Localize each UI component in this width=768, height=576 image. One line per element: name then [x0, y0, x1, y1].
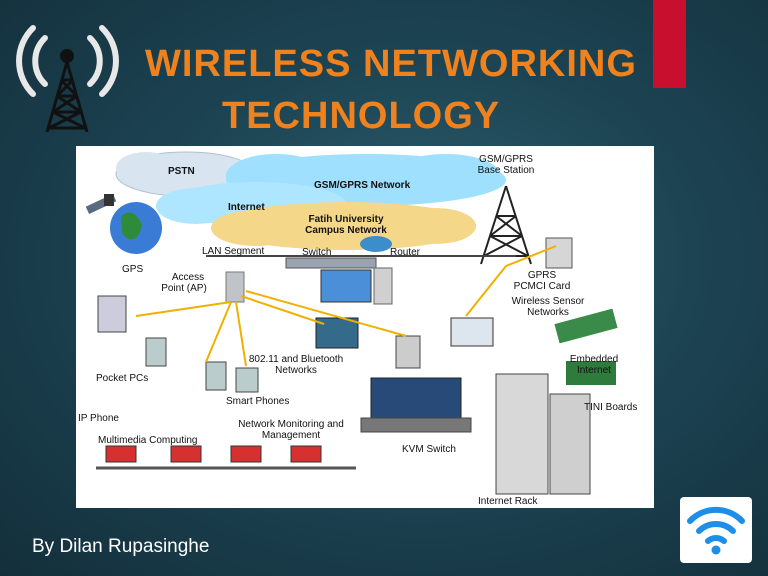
satellite-icon [85, 194, 117, 214]
network-diagram: PSTN GSM/GPRS Network GSM/GPRS Base Stat… [76, 146, 654, 508]
label-gprs-2: PCMCI Card [513, 281, 571, 292]
author-name: By Dilan Rupasinghe [32, 536, 210, 557]
label-campus-2: Campus Network [305, 225, 387, 236]
label-gprs-1: GPRS [527, 270, 557, 281]
radio-tower-icon [16, 25, 119, 133]
label-internet-rack: Internet Rack [478, 496, 538, 507]
wifi-badge [680, 497, 752, 563]
label-multimedia: Multimedia Computing [98, 435, 198, 446]
label-pocket-pcs: Pocket PCs [96, 373, 149, 384]
campus-network-cloud [211, 202, 476, 250]
label-smart-phones: Smart Phones [226, 396, 290, 407]
label-internet: Internet [228, 202, 265, 213]
label-router: Router [390, 247, 421, 258]
label-bluetooth-2: Networks [275, 365, 317, 376]
label-switch: Switch [302, 247, 332, 258]
label-base-station-1: GSM/GPRS [479, 154, 533, 165]
label-gsm-network: GSM/GPRS Network [314, 180, 411, 191]
diagram-graphics [85, 151, 618, 495]
label-embedded-2: Internet [577, 365, 611, 376]
accent-bar [653, 0, 686, 88]
pocket-pc-icon [97, 295, 127, 333]
internet-rack-icon [495, 373, 591, 495]
label-access-point-1: Access [171, 272, 205, 283]
smart-phone-icon-2 [395, 335, 421, 369]
label-lan-segment: LAN Segment [202, 246, 265, 257]
label-bluetooth-1: 802.11 and Bluetooth [248, 354, 344, 365]
workstation-row-icon [105, 445, 322, 463]
base-station-tower-icon [480, 185, 532, 265]
label-tini-boards: TINI Boards [584, 402, 638, 413]
label-kvm-switch: KVM Switch [402, 444, 456, 455]
label-sensor-1: Wireless Sensor [511, 296, 585, 307]
label-embedded-1: Embedded [569, 354, 619, 365]
access-point-icon [225, 271, 245, 303]
desktop-computer-icon [320, 267, 393, 305]
title-line-2: TECHNOLOGY [222, 95, 501, 137]
switch-icon [285, 257, 377, 269]
monitoring-center-icon [360, 377, 472, 433]
label-base-station-2: Base Station [477, 165, 535, 176]
wifi-icon [687, 506, 745, 555]
label-access-point-2: Point (AP) [161, 283, 207, 294]
smart-phone-icon [235, 367, 259, 393]
label-ip-phone: IP Phone [78, 413, 119, 424]
router-icon [360, 236, 392, 252]
wireless-link-lines [135, 245, 557, 367]
sensor-board-icon [554, 308, 618, 344]
label-campus-1: Fatih University [308, 214, 384, 225]
laptop-icon [450, 317, 494, 347]
gprs-device-icon [545, 237, 573, 269]
label-sensor-2: Networks [527, 307, 569, 318]
label-pstn: PSTN [168, 166, 195, 177]
title-line-1: WIRELESS NETWORKING [145, 43, 637, 85]
pocket-pc-icon-3 [205, 361, 227, 391]
pocket-pc-icon-2 [145, 337, 167, 367]
embedded-board-icon [566, 361, 616, 385]
label-monitoring-2: Management [261, 430, 321, 441]
label-gps: GPS [122, 264, 144, 275]
slide-title: WIRELESS NETWORKING TECHNOLOGY [145, 38, 665, 142]
label-monitoring-1: Network Monitoring and [238, 419, 344, 430]
